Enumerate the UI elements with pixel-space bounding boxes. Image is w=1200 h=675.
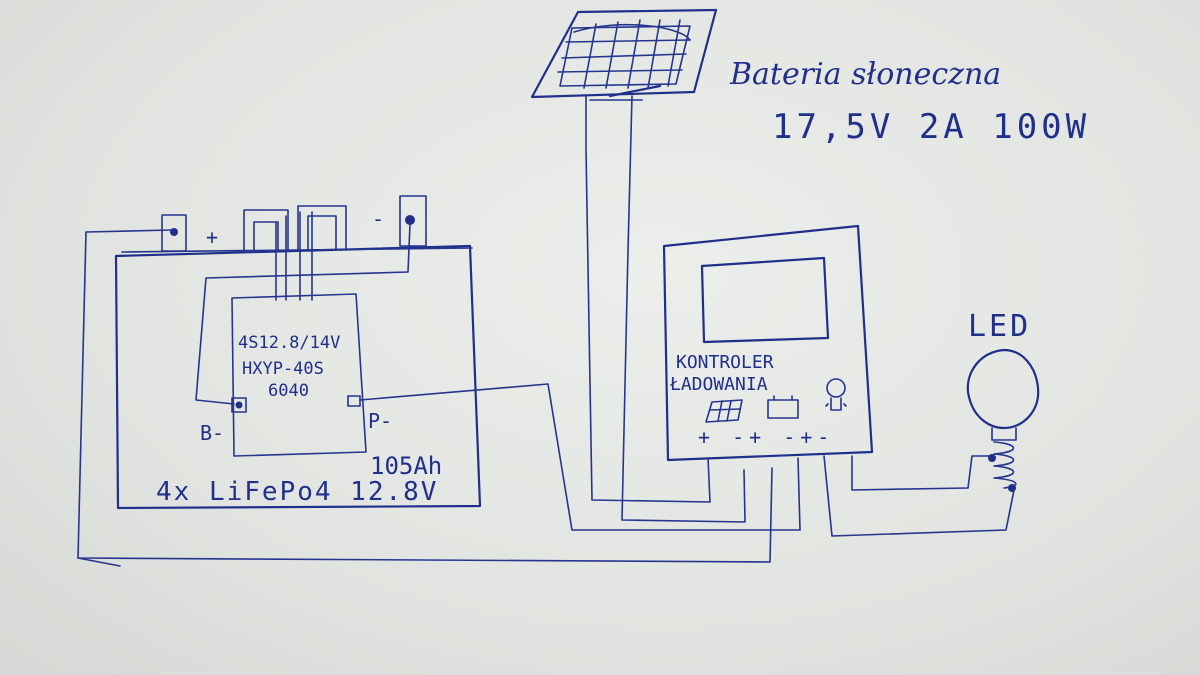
- bms-model-line2: HXYP-40S: [242, 359, 324, 379]
- battery-positive-label: +: [206, 225, 218, 249]
- wire-battery-negative-to-bms: [195, 223, 411, 405]
- battery-port-icon: [767, 395, 799, 419]
- battery-spec: 4x LiFePo4 12.8V: [156, 477, 438, 507]
- led-bulb: [966, 348, 1040, 430]
- solar-panel-title: Bateria słoneczna: [729, 57, 1001, 92]
- wire-solar-negative: [621, 95, 746, 523]
- controller-terminal-signs: + -+ -+-: [698, 425, 834, 449]
- led-label: LED: [968, 309, 1031, 344]
- bms-model-line1: 4S12.8/14V: [238, 333, 340, 353]
- controller-display: [700, 256, 830, 344]
- battery-pack: [114, 195, 482, 510]
- battery-capacity: 105Ah: [370, 452, 442, 480]
- bms-p-minus-pad: [347, 395, 361, 407]
- terminal-dot: [405, 215, 415, 225]
- bms-b-minus-pad: [231, 397, 247, 413]
- solar-panel-frame: [530, 8, 718, 99]
- wire-load-positive: [851, 455, 993, 491]
- charge-controller: [662, 224, 874, 462]
- wire-solar-positive: [585, 95, 711, 503]
- battery-positive-terminal: [161, 214, 187, 252]
- load-port-icon: [825, 378, 847, 411]
- led-base-thread: [993, 441, 1017, 489]
- solar-panel-grid: [557, 19, 691, 89]
- cell-link-2: [297, 205, 347, 251]
- bms-p-minus-label: P-: [368, 409, 392, 433]
- controller-label-line1: KONTROLER: [676, 352, 774, 373]
- balance-wires: [275, 211, 313, 301]
- controller-body: [662, 224, 874, 462]
- controller-label-line2: ŁADOWANIA: [669, 374, 768, 395]
- solar-panel: [530, 8, 718, 99]
- battery-negative-terminal: [399, 195, 427, 247]
- cell-link-1: [243, 209, 289, 251]
- bms-outline: [231, 293, 367, 457]
- bms-board: [231, 293, 367, 457]
- bms-b-minus-label: B-: [200, 421, 224, 445]
- solar-port-icon: [705, 399, 743, 423]
- led-contact-positive: [988, 454, 996, 462]
- led-contact-negative: [1008, 484, 1016, 492]
- wire-p-minus: [359, 383, 801, 531]
- terminal-dot: [170, 228, 178, 236]
- wire-load-negative: [823, 455, 1015, 537]
- battery-negative-label: -: [372, 207, 384, 231]
- solar-panel-junction: [608, 84, 662, 98]
- solar-panel-rating: 17,5V 2A 100W: [772, 107, 1090, 147]
- bms-model-line3: 6040: [268, 381, 309, 401]
- led-lamp: [966, 348, 1040, 492]
